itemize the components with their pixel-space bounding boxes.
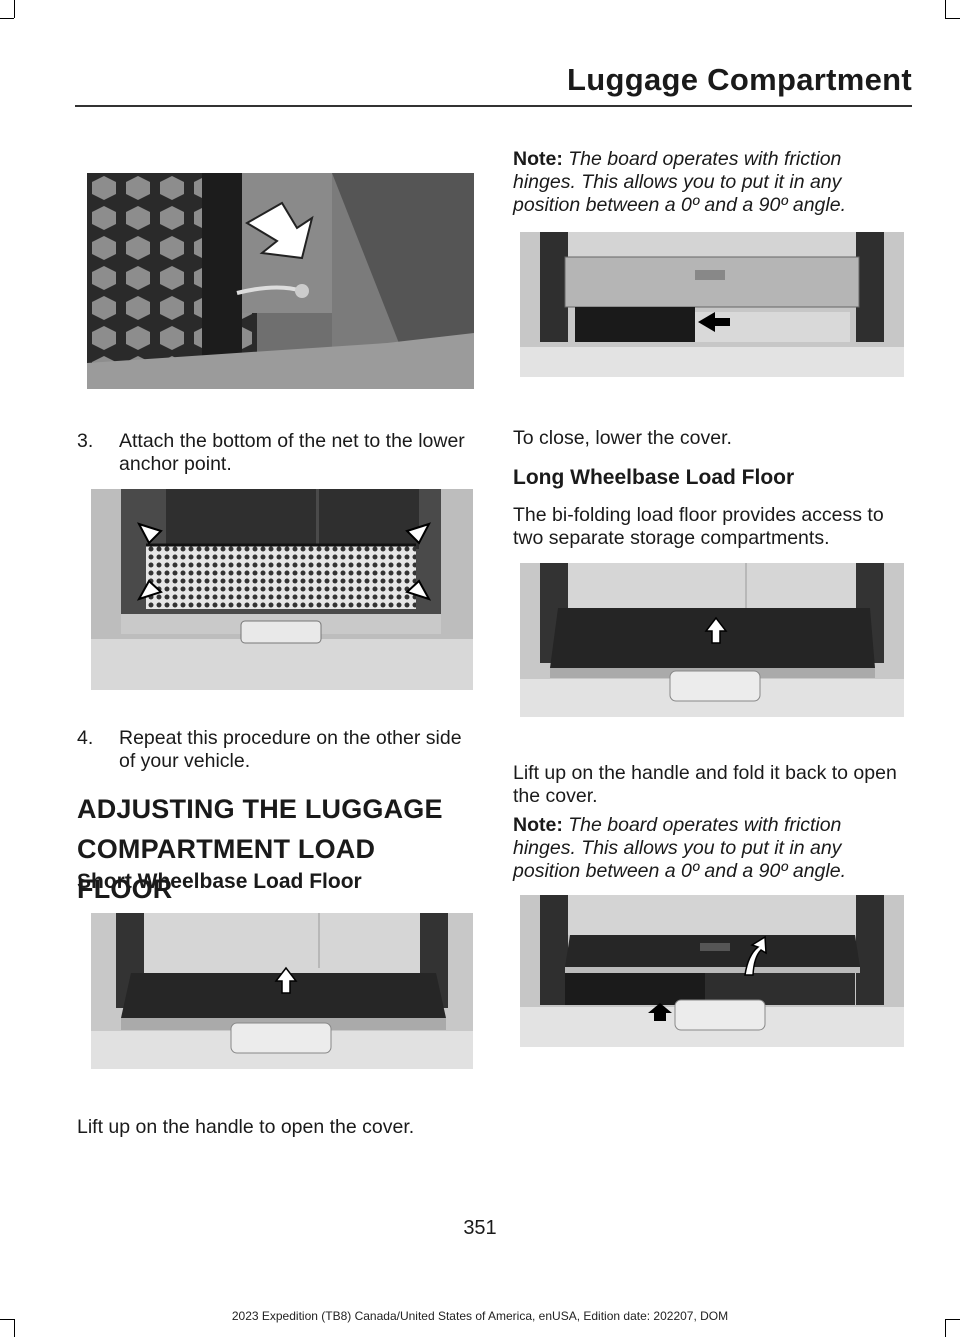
figure-net-installed <box>91 489 473 690</box>
crop-mark <box>0 1319 14 1320</box>
figure-short-floor-open <box>520 232 904 377</box>
long-floor-instruction: Lift up on the handle and fold it back t… <box>513 762 897 807</box>
section-heading: ADJUSTING THE LUGGAGE COMPARTMENT LOAD F… <box>77 794 443 904</box>
page-title: Luggage Compartment <box>567 62 912 97</box>
crop-mark <box>0 18 14 19</box>
note-friction-hinges-1: Note: The board operates with friction h… <box>513 148 846 216</box>
close-instruction: To close, lower the cover. <box>513 427 732 449</box>
step-text: Attach the bottom of the net to the lowe… <box>119 430 465 475</box>
step-text: Repeat this procedure on the other side … <box>119 727 462 772</box>
header-rule <box>75 105 912 107</box>
crop-mark <box>945 0 946 18</box>
note-friction-hinges-2: Note: The board operates with friction h… <box>513 814 846 882</box>
footer-edition-info: 2023 Expedition (TB8) Canada/United Stat… <box>231 1309 729 1323</box>
crop-mark <box>14 0 15 18</box>
crop-mark <box>945 1319 960 1320</box>
figure-long-floor-open <box>520 895 904 1047</box>
crop-mark <box>945 1319 946 1337</box>
crop-mark <box>14 1319 15 1337</box>
long-floor-description: The bi-folding load floor provides acces… <box>513 504 884 549</box>
subheading-long-wheelbase: Long Wheelbase Load Floor <box>513 466 795 489</box>
step-number: 4. <box>77 727 94 749</box>
step-number: 3. <box>77 430 94 452</box>
subheading-short-wheelbase: Short Wheelbase Load Floor <box>77 870 362 893</box>
figure-long-load-floor <box>520 563 904 717</box>
figure-net-anchor <box>87 173 474 389</box>
page-number: 351 <box>463 1217 497 1239</box>
figure-short-load-floor <box>91 913 473 1069</box>
short-floor-instruction: Lift up on the handle to open the cover. <box>77 1116 415 1138</box>
crop-mark <box>945 18 960 19</box>
